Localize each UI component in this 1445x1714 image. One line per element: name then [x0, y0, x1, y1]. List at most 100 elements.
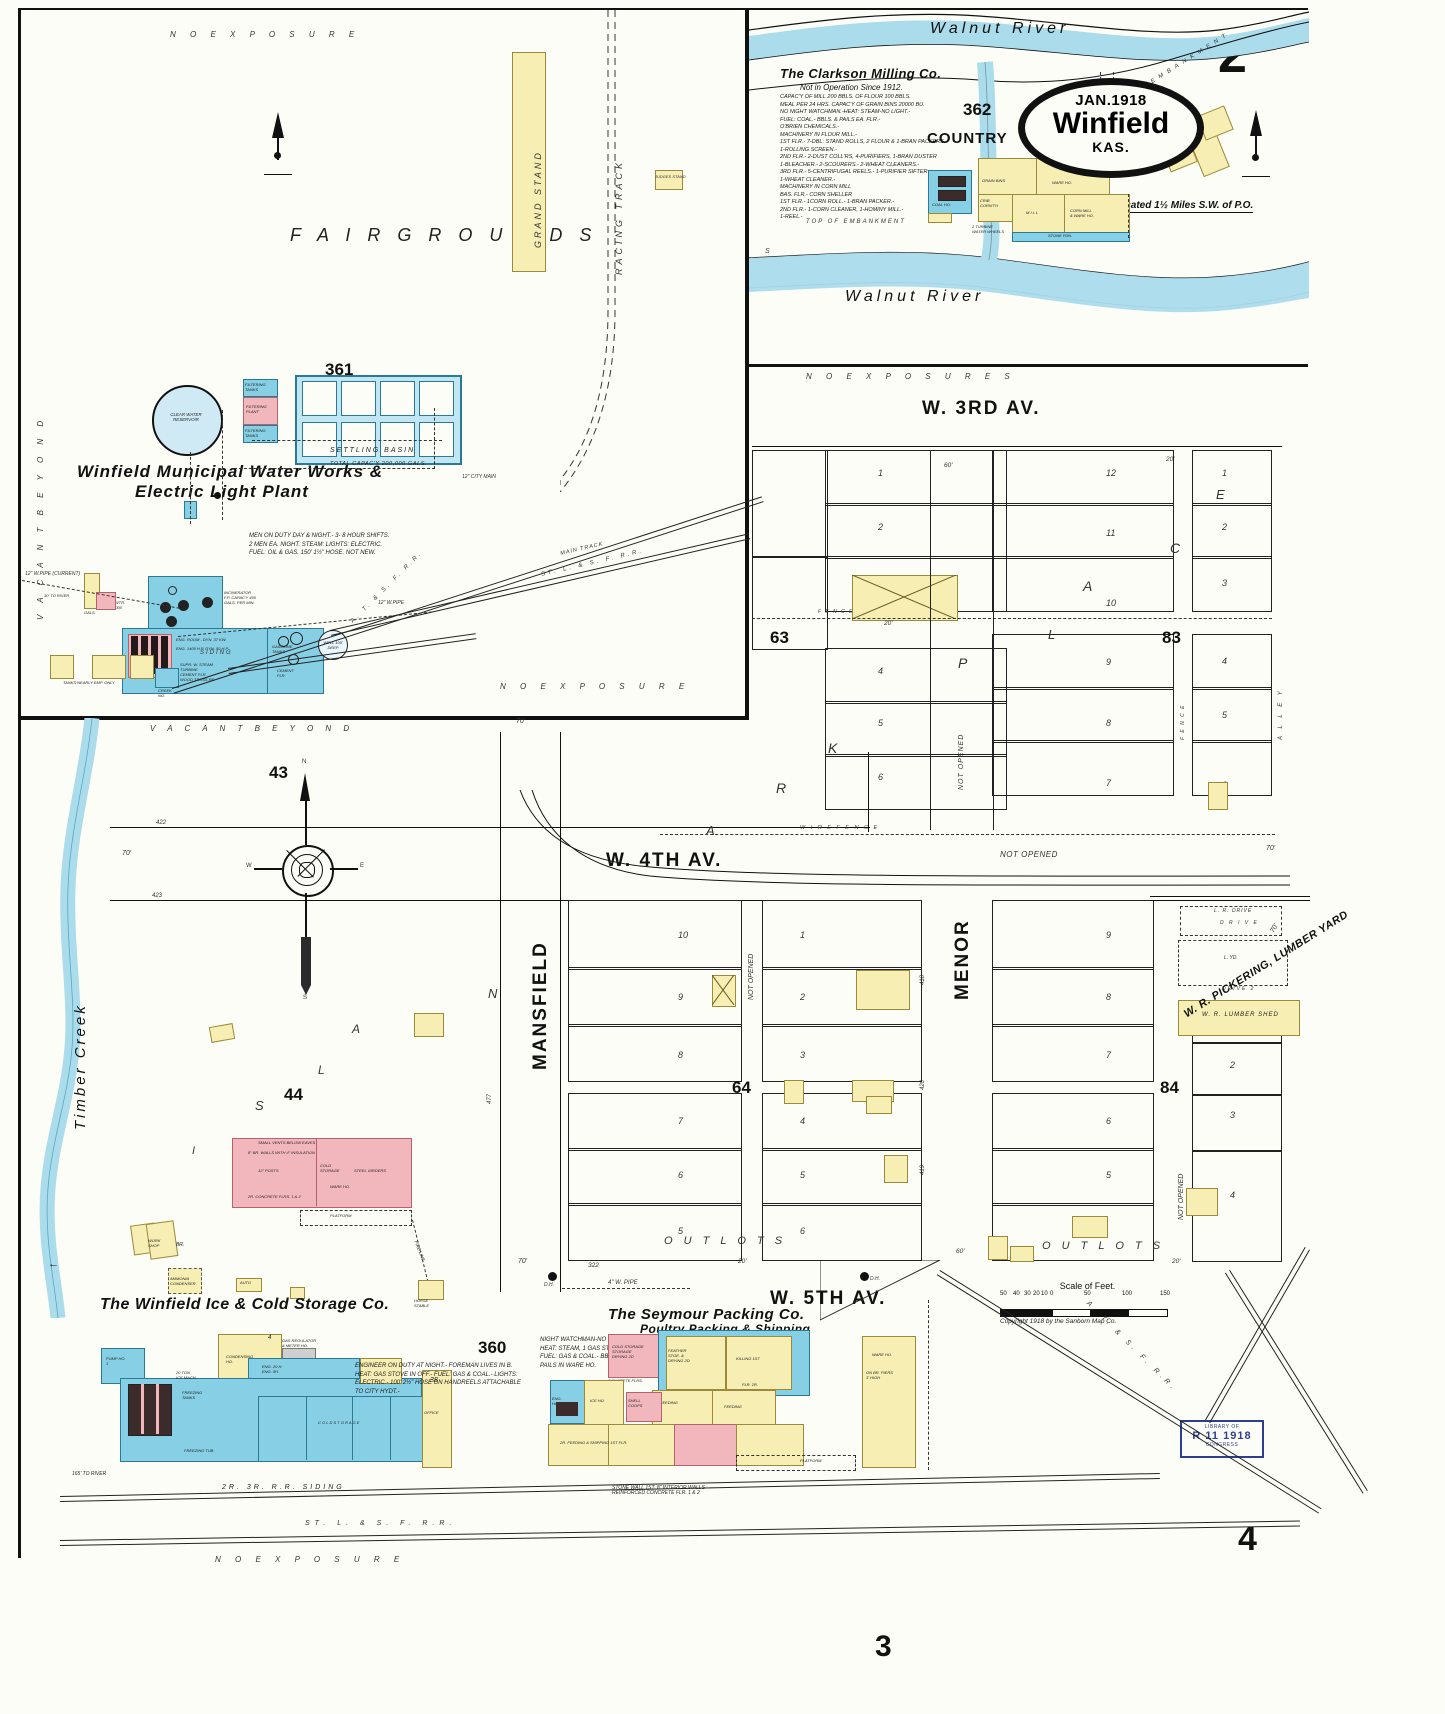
block-number-84: 84: [1160, 1078, 1179, 1097]
block64-lot-10: [568, 900, 742, 970]
block84-lot-5: [992, 1148, 1154, 1206]
block64-lotno-9: 9: [678, 992, 684, 1002]
block64r-lotno-4: 4: [800, 1116, 806, 1126]
block64r-lotno-5b: 5: [800, 1170, 806, 1180]
waterworks-pump-2: [160, 602, 171, 613]
cold-storage-divider: [316, 1138, 317, 1206]
settling-basin-inner-3: [380, 381, 415, 416]
dim-70a-label: 70': [122, 850, 132, 857]
block84-bldg-2: [988, 1236, 1008, 1260]
packing-lower-row-2: [608, 1424, 676, 1466]
ice-auto-shed: [236, 1278, 262, 1292]
title-city: Winfield: [1052, 107, 1170, 140]
block64r-lot-1: [762, 900, 922, 970]
block-number-43: 43: [269, 763, 288, 782]
lumber-shed-label: W. R. LUMBER SHED: [1202, 1012, 1279, 1018]
out-lots-right-label: O U T L O T S: [1042, 1240, 1165, 1252]
wire-fence-label: W I R E F E N C E: [800, 825, 880, 831]
mill-inset-border-left: [745, 8, 749, 720]
ice-auto-label: AUTO: [240, 1280, 252, 1285]
w5th-water-pipe-label: 4" W. PIPE: [608, 1280, 638, 1286]
waterworks-pump-1: [168, 586, 177, 595]
railroad-stl-bottom-label: ST. L. & S. F. R.R.: [305, 1520, 457, 1527]
waterworks-title-line2: Electric Light Plant: [135, 482, 309, 501]
waterworks-small-yellow: [130, 655, 154, 679]
ice-gas-regulator-label: GAS REGULATOR& METER HO.: [282, 1338, 317, 1348]
plat-letter-S-44: S: [255, 1098, 264, 1113]
block84r-lot-3: [1192, 1094, 1282, 1152]
walnut-river-inset: [749, 11, 1309, 313]
ice-pump-house-label: PUMP HO.1: [106, 1356, 126, 1366]
plat-letter-E-83r: E: [1216, 487, 1225, 502]
packing-flr-2r: FLR. 2R.: [742, 1382, 759, 1387]
mill-coal-bins-2: [938, 190, 966, 201]
block64-lotno-10: 10: [678, 930, 689, 940]
block63-lot-6: [825, 754, 1007, 810]
block64r-lot-4: [762, 1093, 922, 1151]
waterworks-pipe-vert1: [190, 452, 191, 524]
waterworks-pump-5: [166, 616, 177, 627]
w5th-hydrant-1: [548, 1272, 557, 1281]
block83-lotno-8: 8: [1106, 718, 1112, 728]
scale-seg-2: [1052, 1309, 1092, 1317]
block64-bldg-6: [884, 1155, 908, 1183]
street-name-w3rd: W. 3RD AV.: [922, 398, 1041, 419]
mill-small-shed: [928, 213, 952, 223]
ice-38-label: 38: [430, 1377, 438, 1384]
cold-storage-building: [232, 1138, 412, 1208]
block64r-lot-3: [762, 1024, 922, 1082]
block64-not-opened: NOT OPENED: [748, 953, 755, 1000]
ice-pump-house: [101, 1348, 145, 1384]
ice-freezing-tub-label: FREEZING TUB: [184, 1448, 214, 1453]
block83r-lotno-1: 1: [1222, 468, 1228, 478]
block64-lot-7: [568, 1093, 742, 1151]
waterworks-30-to-river: 30' TO RIVER: [44, 593, 70, 598]
block84r-lotno-3: 3: [1230, 1110, 1236, 1120]
packing-lower-row-4: [736, 1424, 804, 1466]
waterworks-gas-tank-3: [288, 654, 299, 665]
ice-small-shed: [290, 1287, 305, 1299]
neighbor-sheet-number-bottom: 3: [875, 1630, 892, 1663]
scale-tick-50a: 50: [1000, 1291, 1007, 1297]
vacant-beyond-upper-label: V A C A N T B E Y O N D: [150, 724, 355, 733]
railroad-diagonal-ne: [1204, 1247, 1310, 1424]
waterworks-well: [318, 630, 348, 660]
lumber-yard-drive-word: D R I V E: [1220, 920, 1259, 926]
waterworks-title-line1: Winfield Municipal Water Works &: [77, 462, 384, 481]
scale-tick-50b: 50: [1084, 1291, 1091, 1297]
mill-corn-mill-label: CORN MILL& WARE HO.: [1070, 208, 1094, 218]
block44-small-building-b: [208, 1023, 236, 1043]
ice-cold-storage-div-2: [352, 1396, 353, 1460]
block84r-lot-2: [1192, 1042, 1282, 1096]
mill-coal-bins: [938, 176, 966, 187]
block64-dim-20: 20': [738, 1258, 747, 1265]
block-number-83: 83: [1162, 628, 1181, 647]
block83-lot-10: [992, 556, 1174, 612]
ice-plant-title: The Winfield Ice & Cold Storage Co.: [100, 1296, 390, 1313]
plat-letter-K-63: K: [828, 740, 838, 756]
block83r-fence-label: F E N C E: [1180, 704, 1186, 740]
no-exposures-label: N O E X P O S U R E S: [806, 372, 1016, 381]
cold-storage-platform-label: PLATFORM: [330, 1213, 352, 1218]
ice-rr-siding-label: 2R. 3R. R.R. SIDING: [222, 1484, 345, 1491]
block63-fence-dash: [752, 618, 1272, 619]
ice-office: [422, 1370, 452, 1468]
settling-basin-inner-2: [341, 381, 376, 416]
embankment-top-label: TOP OF EMBANKMENT: [806, 219, 906, 225]
scale-tick-0: 0: [1050, 1291, 1054, 1297]
waterworks-pump-4: [202, 597, 213, 608]
settling-basin-inner-5: [302, 422, 337, 457]
block83-lot-8: [992, 687, 1174, 743]
block43-line-right: [868, 752, 869, 832]
mill-stone-foundation: [1012, 232, 1130, 242]
compass-w-label: W: [246, 863, 252, 869]
waterworks-eng-cap-label: ENG. 1400 H.P. DYN. 50 H.P.: [176, 646, 229, 651]
waterworks-gas-tank-1: [278, 636, 289, 647]
title-date: JAN.1918: [1075, 92, 1147, 109]
